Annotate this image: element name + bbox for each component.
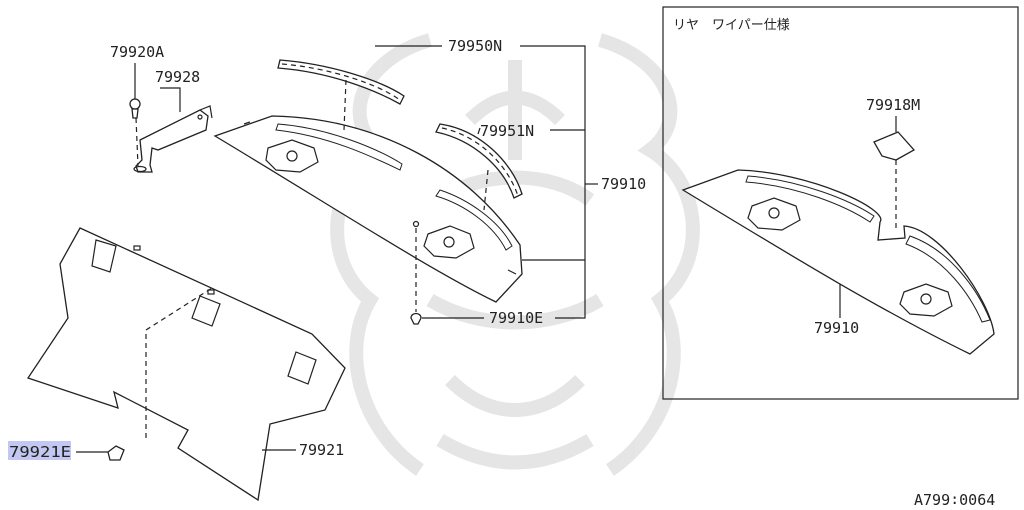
label-79920A: 79920A [110, 43, 164, 61]
label-79910: 79910 [601, 175, 646, 193]
label-79950N: 79950N [448, 37, 502, 55]
inset-cover-79918M [873, 131, 916, 161]
label-79951N: 79951N [480, 122, 534, 140]
vent-grille-79950N [277, 59, 405, 105]
clip-79910E [410, 220, 422, 325]
label-79928: 79928 [155, 68, 200, 86]
inset-shelf-79910 [681, 169, 995, 355]
label-inset-79910: 79910 [814, 319, 859, 337]
catalog-code: A799∶0064 [914, 491, 995, 509]
rear-parcel-shelf-79910 [213, 115, 523, 303]
selected-part-highlight [8, 441, 71, 460]
label-79921: 79921 [299, 441, 344, 459]
screw-79921E [107, 445, 125, 461]
trunk-trim-79921 [26, 227, 346, 502]
vent-grille-79951N [435, 123, 523, 199]
clip-79920A [129, 98, 141, 119]
label-79921E[interactable]: 79921E [9, 443, 71, 461]
inset-title: リヤ ワイパー仕様 [673, 18, 790, 33]
inset-frame [662, 6, 1019, 400]
bracket-79928 [133, 105, 213, 173]
label-79910E: 79910E [489, 309, 543, 327]
label-79918M: 79918M [866, 96, 920, 114]
